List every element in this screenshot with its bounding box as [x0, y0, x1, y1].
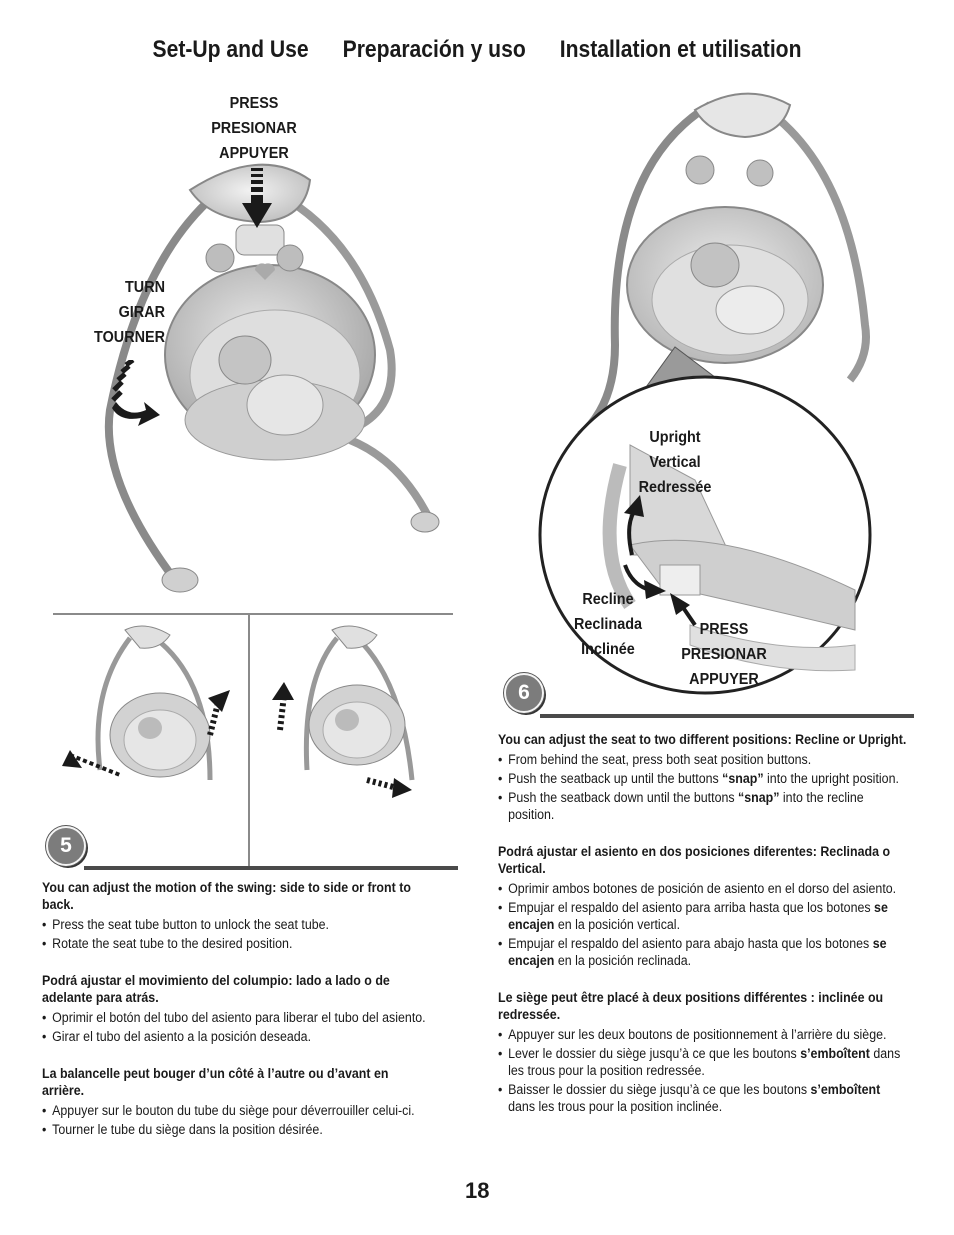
list-item: Rotate the seat tube to the desired posi… [42, 935, 433, 952]
title-spanish: Preparación y uso [342, 36, 526, 63]
list-item: Push the seatback up until the buttons “… [498, 770, 907, 787]
list-item: Press the seat tube button to unlock the… [42, 916, 433, 933]
list-item: Oprimir ambos botones de posición de asi… [498, 880, 907, 897]
list-item: Oprimir el botón del tubo del asiento pa… [42, 1009, 433, 1026]
title-french: Installation et utilisation [559, 36, 802, 63]
section6-text: You can adjust the seat to two different… [498, 731, 907, 1135]
step6-rule [540, 714, 914, 718]
swing-side-to-side [62, 625, 230, 781]
step5-vertical-divider [248, 615, 250, 867]
section5-spanish: Podrá ajustar el movimiento del columpio… [42, 972, 433, 1045]
section6-english: You can adjust the seat to two different… [498, 731, 907, 823]
section6-french: Le siège peut être placé à deux position… [498, 989, 907, 1115]
list-item: Appuyer sur le bouton du tube du siège p… [42, 1102, 433, 1119]
list-item: From behind the seat, press both seat po… [498, 751, 907, 768]
swing-front-to-back [272, 625, 415, 798]
step5-rule [84, 866, 458, 870]
step6-badge: 6 [504, 673, 544, 713]
section5-french: La balancelle peut bouger d’un côté à l’… [42, 1065, 433, 1138]
list-item: Empujar el respaldo del asiento para aba… [498, 935, 907, 969]
list-item: Push the seatback down until the buttons… [498, 789, 907, 823]
upright-label: Upright Vertical Redressée [638, 429, 712, 496]
step5-badge: 5 [46, 826, 86, 866]
section6-spanish: Podrá ajustar el asiento en dos posicion… [498, 843, 907, 969]
list-item: Girar el tubo del asiento a la posición … [42, 1028, 433, 1045]
swing-illustration-large [104, 163, 440, 593]
list-item: Appuyer sur les deux boutons de position… [498, 1026, 907, 1043]
press-label: PRESS PRESIONAR APPUYER [211, 95, 297, 162]
section5-text: You can adjust the motion of the swing: … [42, 879, 433, 1158]
press-down-arrow [242, 168, 272, 228]
page-title: Set-Up and Use Preparación y uso Install… [57, 36, 897, 64]
list-item: Empujar el respaldo del asiento para arr… [498, 899, 907, 933]
section5-english: You can adjust the motion of the swing: … [42, 879, 433, 952]
recline-label: Recline Reclinada Inclinée [573, 591, 643, 658]
page-number: 18 [465, 1178, 490, 1203]
press-label-right: PRESS PRESIONAR APPUYER [681, 621, 767, 688]
swing-illustration-recline [538, 92, 872, 695]
list-item: Lever le dossier du siège jusqu’à ce que… [498, 1045, 907, 1079]
list-item: Tourner le tube du siège dans la positio… [42, 1121, 433, 1138]
list-item: Baisser le dossier du siège jusqu’à ce q… [498, 1081, 907, 1115]
step5-top-divider [53, 613, 453, 615]
title-english: Set-Up and Use [152, 36, 309, 63]
turn-arrow [111, 360, 160, 426]
turn-label: TURN GIRAR TOURNER [94, 279, 165, 346]
